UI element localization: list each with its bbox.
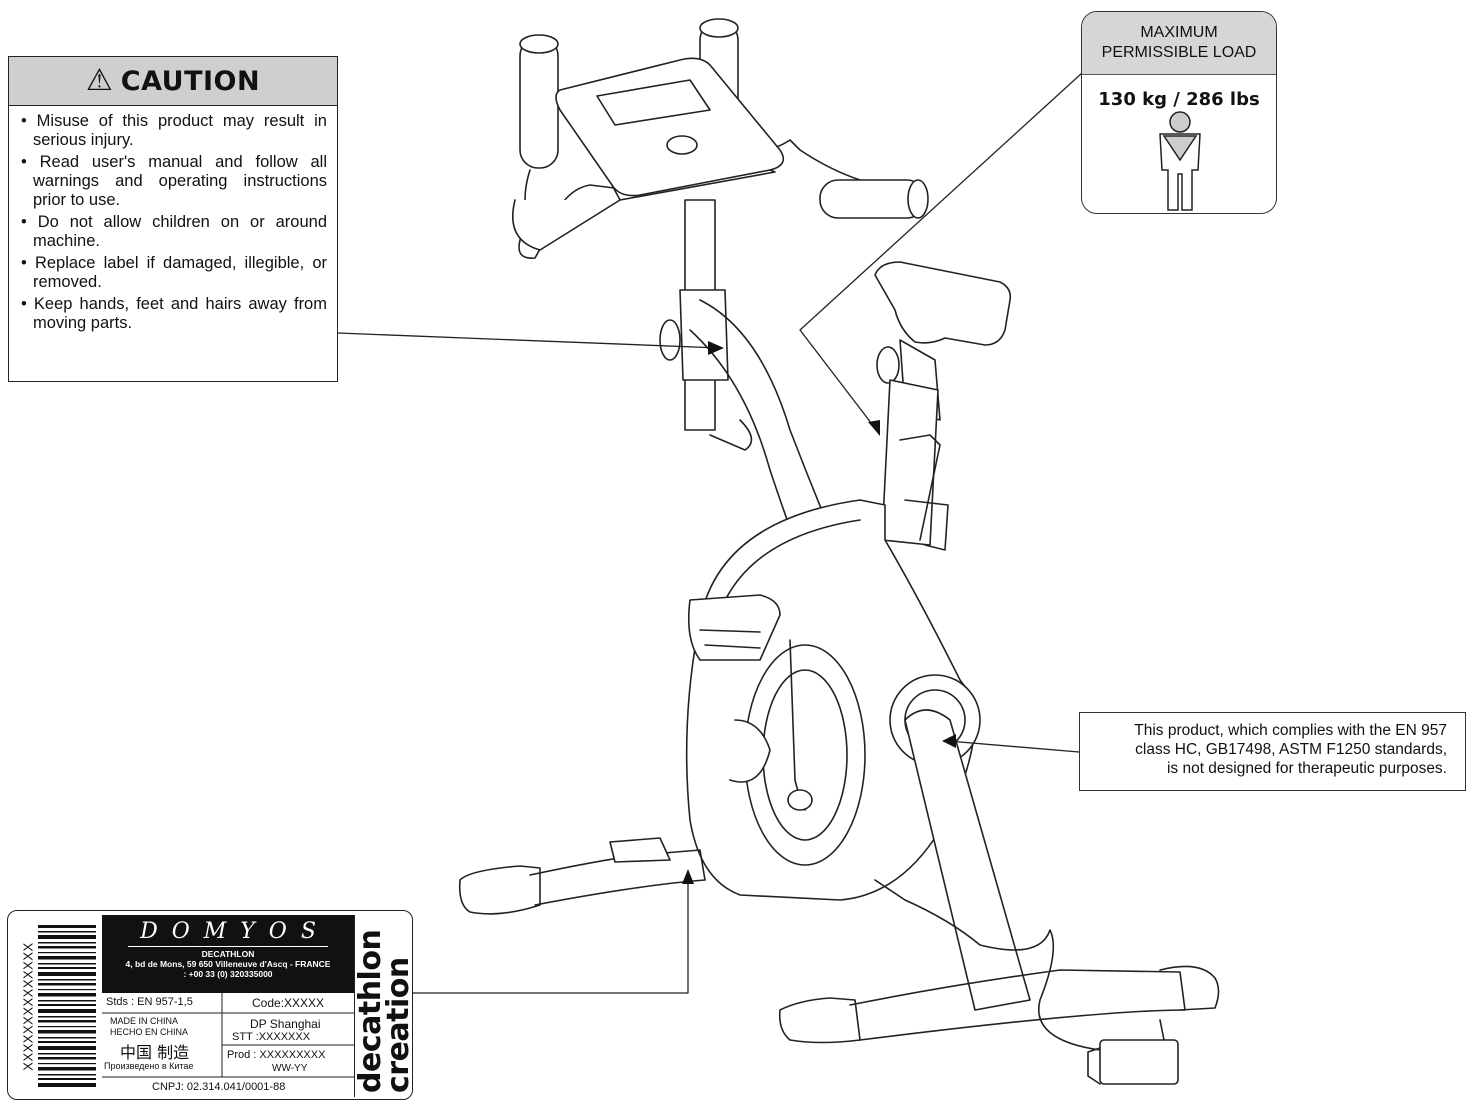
made-in-ru: Произведено в Китае	[104, 1061, 194, 1071]
made-in-es: HECHO EN CHINA	[110, 1027, 189, 1037]
company-phone: : +00 33 (0) 320335000	[183, 969, 273, 979]
max-load-title-line2: PERMISSIBLE LOAD	[1101, 44, 1257, 61]
made-in-en: MADE IN CHINA	[110, 1016, 179, 1026]
brand-rule	[128, 946, 328, 947]
caution-item: Keep hands, feet and hairs away from mov…	[21, 295, 327, 333]
made-in-zh: 中国 制造	[120, 1043, 190, 1062]
standards-line: class HC, GB17498, ASTM F1250 standards,	[1135, 741, 1447, 758]
prod-code: Prod : XXXXXXXXX	[227, 1049, 326, 1061]
caution-panel: ⚠ CAUTION Misuse of this product may res…	[8, 56, 338, 382]
seat-post-drawing	[874, 261, 1012, 551]
base-drawing	[458, 837, 1220, 1085]
prod-date: WW-YY	[272, 1063, 308, 1074]
max-load-value: 130 kg / 286 lbs	[1098, 89, 1260, 110]
warning-triangle-icon: ⚠	[85, 64, 113, 97]
barcode-icon	[38, 925, 96, 1087]
person-icon	[1159, 111, 1201, 211]
decathlon-creation-logo: decathlon creation	[353, 915, 413, 1097]
standards-line: This product, which complies with the EN…	[1134, 722, 1447, 739]
standards-line: is not designed for therapeutic purposes…	[1166, 760, 1447, 777]
max-load-panel: MAXIMUM PERMISSIBLE LOAD 130 kg / 286 lb…	[1081, 11, 1277, 214]
brand-logo: DOMYOS	[140, 919, 330, 944]
caution-item: Read user's manual and follow all warnin…	[21, 153, 327, 210]
max-load-title-line1: MAXIMUM	[1140, 24, 1218, 41]
product-code: Code:XXXXX	[252, 996, 325, 1010]
caution-list: Misuse of this product may result in ser…	[9, 112, 337, 333]
serial-number: XXXXXXXXXXXXXX	[20, 942, 36, 1071]
standards-code: Stds : EN 957-1,5	[106, 996, 193, 1008]
standards-note: This product, which complies with the EN…	[1079, 712, 1466, 791]
company-address: 4, bd de Mons, 59 650 Villeneuve d'Ascq …	[125, 959, 331, 969]
product-label: XXXXXXXXXXXXXX DOMYOS DECATHLON 4, bd de…	[7, 910, 413, 1100]
leader-lines	[337, 72, 1083, 994]
label-grid-lines	[102, 993, 354, 1078]
caution-header: ⚠ CAUTION	[9, 57, 337, 106]
company-name: DECATHLON	[201, 949, 255, 959]
caution-item: Do not allow children on or around machi…	[21, 213, 327, 251]
brand-header: DOMYOS DECATHLON 4, bd de Mons, 59 650 V…	[102, 915, 354, 993]
arrowheads	[682, 341, 956, 884]
max-load-header: MAXIMUM PERMISSIBLE LOAD	[1082, 12, 1276, 75]
label-info-grid: Stds : EN 957-1,5 Code:XXXXX MADE IN CHI…	[102, 993, 354, 1097]
dp-location: DP Shanghai	[250, 1017, 321, 1031]
handlebar-drawing	[511, 18, 929, 259]
stt-code: STT :XXXXXXX	[232, 1031, 311, 1043]
caution-item: Misuse of this product may result in ser…	[21, 112, 327, 150]
bike-body-drawing	[685, 499, 1031, 1011]
caution-item: Replace label if damaged, illegible, or …	[21, 254, 327, 292]
caution-title: CAUTION	[120, 65, 261, 97]
side-brand-line2: creation	[381, 957, 413, 1093]
cnpj-number: CNPJ: 02.314.041/0001-88	[152, 1081, 286, 1093]
